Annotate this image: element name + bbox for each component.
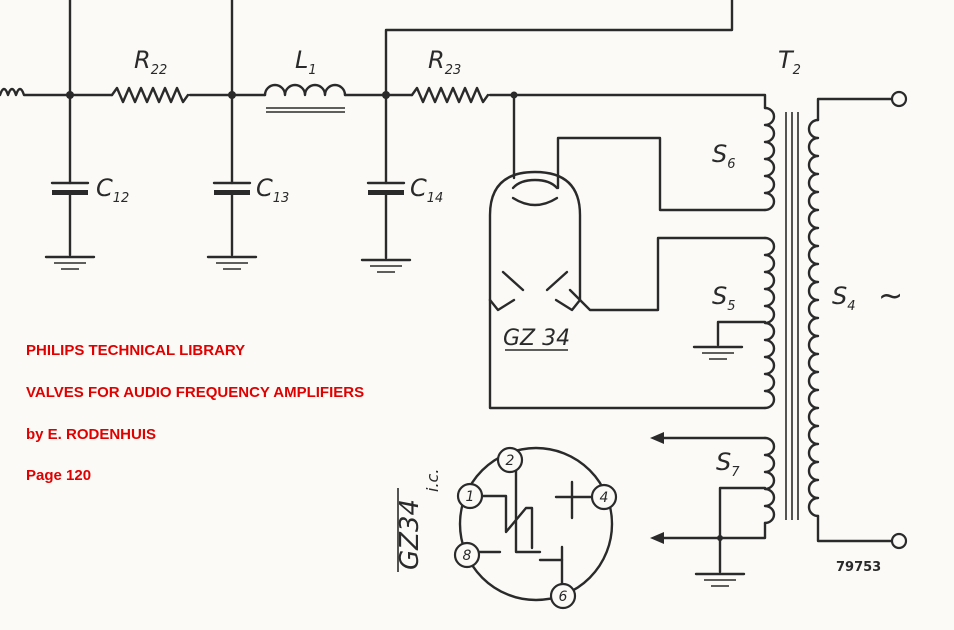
label-s4: S4 — [832, 282, 856, 314]
socket-pin-label: 4 — [600, 490, 609, 506]
winding-s4 — [807, 118, 820, 518]
output-arrow — [650, 532, 664, 544]
socket-ic-label: i.c. — [423, 469, 442, 492]
socket-pin-8: 8 — [453, 541, 481, 569]
label-l1: L1 — [295, 46, 317, 78]
ground-symbol — [360, 258, 412, 273]
label-t2: T2 — [778, 46, 801, 78]
socket-pin-label: 2 — [506, 453, 515, 469]
label-s6: S6 — [712, 140, 736, 172]
transformer-core — [785, 112, 799, 520]
mains-terminal-bottom — [890, 532, 908, 550]
drawing-number: 79753 — [836, 560, 881, 575]
winding-s5 — [763, 236, 776, 410]
ac-symbol: ~ — [878, 279, 903, 314]
socket-pin-1: 1 — [456, 482, 484, 510]
valve-label: GZ 34 — [503, 326, 570, 351]
socket-pin-4: 4 — [590, 483, 618, 511]
resistor-r22 — [110, 86, 190, 104]
socket-pin-label: 1 — [466, 489, 475, 505]
caption-author: by E. RODENHUIS — [26, 426, 157, 443]
label-r22: R22 — [134, 46, 167, 78]
ground-symbol — [692, 345, 744, 360]
resistor-r23 — [410, 86, 490, 104]
valve-socket-diagram — [458, 446, 614, 602]
inductor-l1 — [263, 83, 347, 97]
socket-pin-label: 6 — [559, 589, 568, 605]
output-arrow — [650, 432, 664, 444]
label-s7: S7 — [716, 448, 740, 480]
capacitor-c12 — [50, 93, 90, 257]
capacitor-c13 — [212, 93, 252, 257]
capacitor-c14 — [366, 93, 406, 260]
ground-symbol — [694, 572, 746, 587]
socket-pin-label: 8 — [463, 548, 472, 564]
socket-pin-2: 2 — [496, 446, 524, 474]
label-c13: C13 — [256, 174, 289, 206]
label-s5: S5 — [712, 282, 736, 314]
caption-title: VALVES FOR AUDIO FREQUENCY AMPLIFIERS — [26, 384, 365, 401]
caption-library: PHILIPS TECHNICAL LIBRARY — [26, 342, 246, 359]
socket-label: GZ34 — [395, 499, 425, 570]
label-c14: C14 — [410, 174, 443, 206]
ground-symbol — [44, 255, 96, 270]
winding-s7 — [763, 436, 776, 525]
valve-gz34 — [488, 170, 582, 312]
mains-terminal-top — [890, 90, 908, 108]
label-r23: R23 — [428, 46, 461, 78]
winding-s6 — [763, 106, 776, 212]
caption-page: Page 120 — [26, 467, 92, 484]
label-c12: C12 — [96, 174, 129, 206]
ground-symbol — [206, 255, 258, 270]
socket-pin-6: 6 — [549, 582, 577, 610]
